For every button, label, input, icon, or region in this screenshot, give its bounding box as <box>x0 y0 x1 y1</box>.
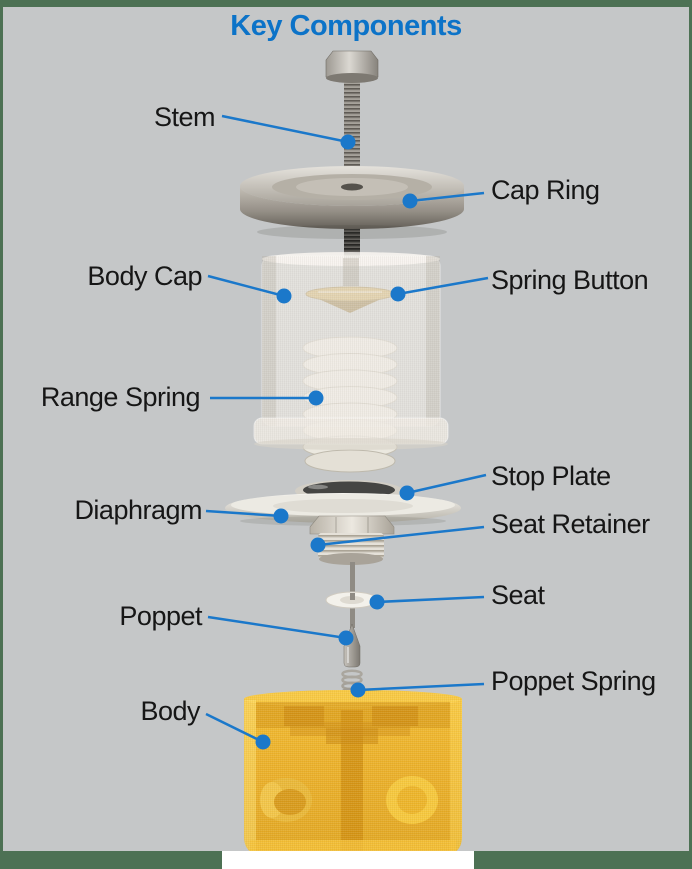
cap-ring-part <box>240 166 464 239</box>
leader-poppet-spring <box>357 682 485 692</box>
poppet-part <box>325 562 379 668</box>
label-body: Body <box>140 696 200 726</box>
dot-seat <box>369 594 385 610</box>
label-cap-ring: Cap Ring <box>491 175 600 205</box>
leader-poppet <box>207 615 347 640</box>
leader-body-cap <box>207 274 285 298</box>
dot-diaphragm <box>273 508 289 524</box>
leader-dots <box>255 134 418 750</box>
leader-diaphragm <box>205 509 282 518</box>
leader-seat-retainer <box>317 525 485 547</box>
leader-spring-button <box>397 276 489 296</box>
label-seat: Seat <box>491 580 545 610</box>
dot-body <box>255 734 271 750</box>
leader-body <box>205 712 264 744</box>
label-range-spring: Range Spring <box>40 382 201 412</box>
leader-lines <box>205 114 489 744</box>
leader-stop-plate <box>406 473 487 495</box>
dot-range-spring <box>308 390 324 406</box>
dot-body-cap <box>276 288 292 304</box>
bottom-white-strip <box>222 851 474 869</box>
diagram-title: Key Components <box>230 10 462 42</box>
dot-cap-ring <box>402 193 418 209</box>
label-diaphragm: Diaphragm <box>74 495 202 525</box>
dot-seat-retainer <box>310 537 326 553</box>
dot-poppet-spring <box>350 682 366 698</box>
dot-stem <box>340 134 356 150</box>
stem-part <box>325 50 379 258</box>
label-poppet-spring: Poppet Spring <box>491 666 656 696</box>
label-stop-plate: Stop Plate <box>491 461 611 491</box>
label-seat-retainer: Seat Retainer <box>491 509 650 539</box>
label-stem: Stem <box>153 102 216 132</box>
label-poppet: Poppet <box>119 601 202 631</box>
dot-spring-button <box>390 286 406 302</box>
body-part <box>244 690 462 856</box>
label-body-cap: Body Cap <box>87 261 202 291</box>
leader-stem <box>221 114 349 144</box>
leader-seat <box>376 595 485 604</box>
dot-stop-plate <box>399 485 415 501</box>
dot-poppet <box>338 630 354 646</box>
body-cap-part <box>253 252 449 450</box>
leader-cap-ring <box>409 191 485 203</box>
label-spring-button: Spring Button <box>491 265 649 295</box>
seat-retainer-part <box>309 515 395 565</box>
